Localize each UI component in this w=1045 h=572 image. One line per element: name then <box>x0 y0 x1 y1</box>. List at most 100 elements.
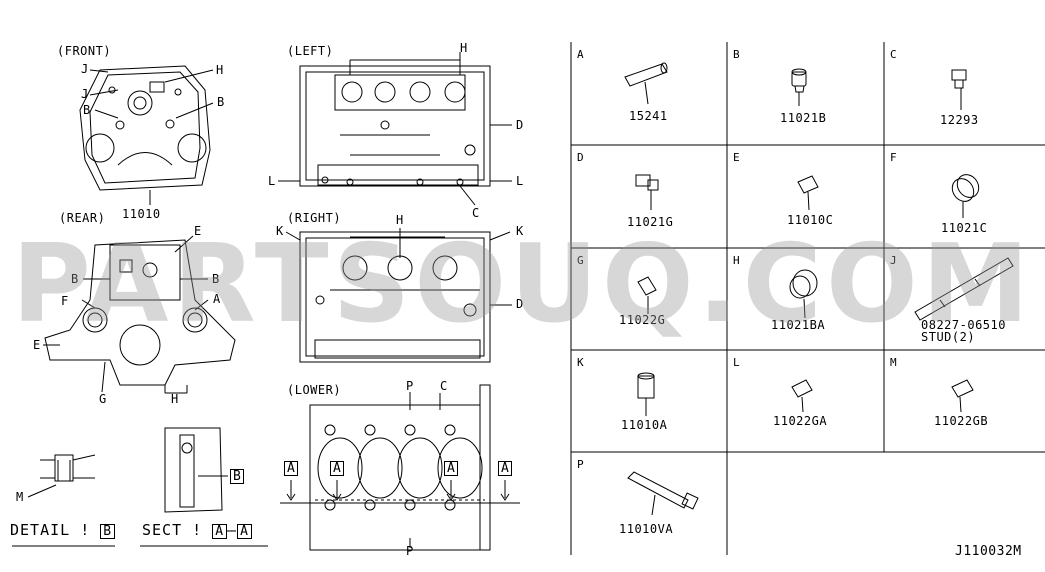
detail-label: DETAIL <box>10 521 71 539</box>
part-cell-f[interactable]: F 11021C <box>884 145 1045 248</box>
rear-callout-e: E <box>33 338 41 352</box>
right-callout-k: K <box>276 224 284 238</box>
front-view-drawing <box>79 65 214 205</box>
front-callout-j: J <box>81 62 89 76</box>
rear-view-title: (REAR) <box>59 211 106 225</box>
right-view-drawing <box>285 228 512 363</box>
part-number: 12293 <box>940 113 979 127</box>
part-cell-d[interactable]: D 11021G <box>571 145 727 248</box>
lower-callout-a: A <box>284 461 299 476</box>
part-number: 15241 <box>629 109 668 123</box>
front-callout-b: B <box>83 103 91 117</box>
left-view-title: (LEFT) <box>287 44 334 58</box>
left-callout-c: C <box>472 206 480 220</box>
part-letter: G <box>577 254 584 267</box>
detail-b-drawing <box>12 454 115 547</box>
part-letter: K <box>577 356 584 369</box>
sect-aa-drawing <box>140 427 268 547</box>
part-cell-e[interactable]: E 11010C <box>727 145 884 248</box>
lower-callout-p: P <box>406 544 414 558</box>
part-cell-m[interactable]: M 11022GB <box>884 350 1045 452</box>
part-letter: F <box>890 151 897 164</box>
lower-callout-c: C <box>440 379 448 393</box>
part-letter: H <box>733 254 740 267</box>
part-letter: P <box>577 458 584 471</box>
left-callout-d: D <box>516 118 524 132</box>
section-marker-a: A <box>498 461 513 476</box>
part-letter: J <box>890 254 897 267</box>
part-letter: B <box>733 48 740 61</box>
part-letter: C <box>890 48 897 61</box>
front-callout-j: J <box>81 87 89 101</box>
rear-callout-a: A <box>213 292 221 306</box>
part-letter: E <box>733 151 740 164</box>
dowel-ga-icon <box>791 379 813 413</box>
part-number: 11022G <box>619 313 666 327</box>
part-cell-k[interactable]: K 11010A <box>571 350 727 452</box>
part-letter: M <box>890 356 897 369</box>
bolt-icon <box>627 471 699 516</box>
sect-separator: ! <box>192 521 203 539</box>
right-callout-h: H <box>396 213 404 227</box>
section-marker-a: A <box>330 461 345 476</box>
part-cell-j[interactable]: J 08227-06510 STUD(2) <box>884 248 1045 350</box>
sect-ref-2: A <box>237 524 252 539</box>
diagram-code: J110032M <box>955 544 1022 559</box>
part-cell-g[interactable]: G 11022G <box>571 248 727 350</box>
front-part-number: 11010 <box>122 207 161 221</box>
part-letter: A <box>577 48 584 61</box>
part-cell-h[interactable]: H 11021BA <box>727 248 884 350</box>
dowel-small-icon <box>637 276 657 314</box>
lower-view-title: (LOWER) <box>287 383 342 397</box>
expansion-plug-icon <box>789 269 818 319</box>
section-marker-a: A <box>284 461 299 476</box>
dowel-pin-icon <box>624 62 668 105</box>
part-cell-c[interactable]: C 12293 <box>884 42 1045 145</box>
detail-ref: B <box>100 524 116 539</box>
part-number: 11021BA <box>771 318 826 332</box>
part-number: 11021C <box>941 221 988 235</box>
front-callout-h: H <box>216 63 224 77</box>
rear-callout-g: G <box>99 392 107 406</box>
lower-callout-a: A <box>330 461 345 476</box>
plug-bolt-icon <box>635 174 659 210</box>
rear-callout-h: H <box>171 392 179 406</box>
lower-callout-a: A <box>444 461 459 476</box>
drain-plug-icon <box>951 69 967 110</box>
rear-callout-e: E <box>194 224 202 238</box>
section-marker-a: A <box>444 461 459 476</box>
right-callout-k: K <box>516 224 524 238</box>
sect-dash: — <box>227 521 238 539</box>
part-number: 11022GB <box>934 414 989 428</box>
detail-separator: ! <box>80 521 91 539</box>
part-number: 11010VA <box>619 522 674 536</box>
dowel-gb-icon <box>951 379 974 413</box>
part-number: 11022GA <box>773 414 828 428</box>
detail-caption: DETAIL ! B <box>10 521 116 539</box>
left-callout-h: H <box>460 41 468 55</box>
part-cell-p[interactable]: P 11010VA <box>571 452 727 555</box>
rear-view-drawing <box>43 235 236 394</box>
part-number: 11021B <box>780 111 827 125</box>
rear-callout-b: B <box>212 272 220 286</box>
rear-callout-b: B <box>71 272 79 286</box>
sect-label: SECT <box>142 521 183 539</box>
lower-callout-a: A <box>498 461 513 476</box>
part-cell-a[interactable]: A 15241 <box>571 42 727 145</box>
part-cell-b[interactable]: B 11021B <box>727 42 884 145</box>
part-letter: D <box>577 151 584 164</box>
part-note: STUD(2) <box>921 330 976 344</box>
front-view-title: (FRONT) <box>57 44 112 58</box>
left-view-drawing <box>278 52 512 206</box>
sect-caption: SECT ! A—A <box>142 521 252 539</box>
part-number: 11021G <box>627 215 674 229</box>
part-cell-l[interactable]: L 11022GA <box>727 350 884 452</box>
part-letter: L <box>733 356 740 369</box>
sect-detail-marker-b: B <box>230 469 245 484</box>
left-callout-l: L <box>516 174 524 188</box>
lower-view-drawing <box>280 384 520 551</box>
